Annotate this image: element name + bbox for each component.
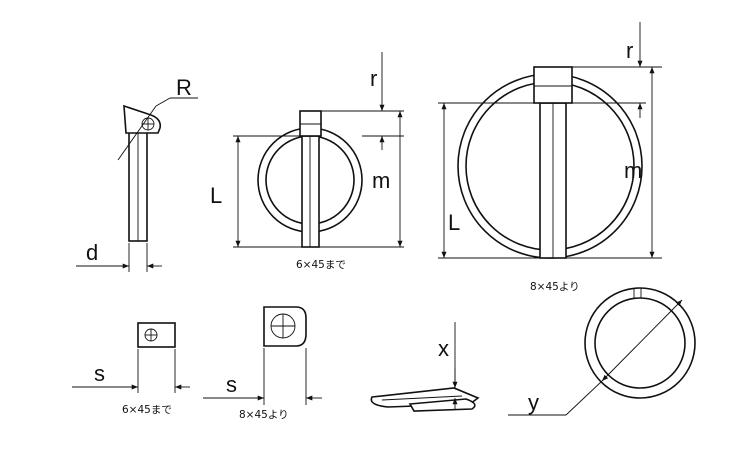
pin-shaft xyxy=(301,135,320,248)
pin-head xyxy=(299,110,322,137)
spring-wire-upper-edge xyxy=(381,395,463,401)
dimension-label-r-mid: r xyxy=(370,66,377,91)
dimension-label-r-right: r xyxy=(626,38,633,63)
pin-front-view-small: r L m 6×45まで xyxy=(210,52,404,271)
dimension-label-s-right: s xyxy=(226,372,237,397)
dimension-label-y: y xyxy=(528,390,539,415)
dimension-label-R: R xyxy=(176,75,192,100)
head-top-view-small: s 6×45まで xyxy=(72,322,190,416)
ring-plan-view: y xyxy=(508,287,696,416)
size-range-note-s-left: 6×45まで xyxy=(122,404,172,416)
dimension-label-L-right: L xyxy=(448,210,460,235)
radius-leader-extension xyxy=(155,97,171,107)
dimension-label-d: d xyxy=(86,240,98,265)
pin-head-large xyxy=(533,66,573,104)
y-leader-line xyxy=(565,380,603,416)
size-range-note-mid: 6×45まで xyxy=(296,259,346,271)
dimension-label-m-mid: m xyxy=(372,168,390,193)
pin-front-view-large: r L m 8×45より xyxy=(438,22,662,293)
size-range-note-s-right: 8×45より xyxy=(239,409,289,421)
pin-head-side xyxy=(123,104,162,134)
size-range-note-right: 8×45より xyxy=(530,281,580,293)
head-top-large xyxy=(263,306,307,347)
dimension-label-x: x xyxy=(438,336,449,361)
ring-plan-inner xyxy=(594,297,686,389)
dimension-label-m-right: m xyxy=(624,158,642,183)
pin-side-view: R d xyxy=(76,75,198,272)
radius-leader-line xyxy=(117,105,157,161)
y-dimension-line xyxy=(601,299,683,382)
dimension-label-s-left: s xyxy=(94,361,105,386)
ring-plan-outer xyxy=(584,287,696,399)
spring-wire-lower xyxy=(408,398,476,412)
dimension-label-L-mid: L xyxy=(210,183,222,208)
spring-wire-side-view: x xyxy=(370,322,480,412)
head-top-view-large: s 8×45より xyxy=(203,306,322,421)
